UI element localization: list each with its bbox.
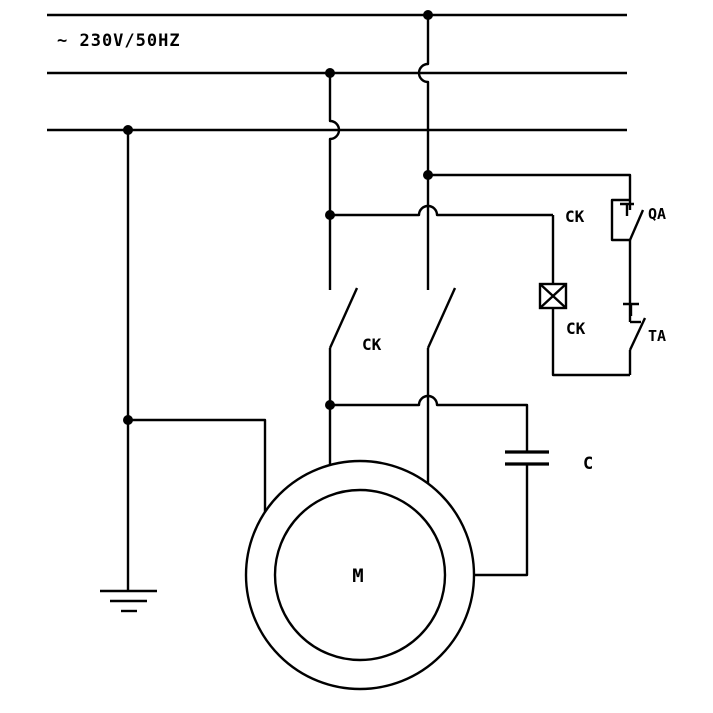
junction-dot <box>423 10 433 20</box>
aux-contact: CK <box>565 198 630 242</box>
junction-dot <box>423 170 433 180</box>
junction-dot <box>325 400 335 410</box>
earth-branch-to-motor <box>128 418 267 512</box>
capacitor-return <box>474 464 529 577</box>
supply-voltage-label: ~ 230V/50HZ <box>57 31 181 51</box>
contactor-coil: CK <box>538 215 586 338</box>
coil-label: CK <box>566 319 586 338</box>
stop-button: TA <box>623 302 666 375</box>
start-button-blade <box>628 209 645 241</box>
stop-button-plunger <box>623 302 639 316</box>
junction-dots <box>123 10 433 425</box>
control-left-rail <box>330 204 553 217</box>
control-top-rail <box>428 173 632 210</box>
junction-dot <box>325 68 335 78</box>
aux-contact-bracket <box>610 198 630 242</box>
junction-dot <box>123 415 133 425</box>
stop-button-blade <box>628 317 647 351</box>
start-button-plunger <box>620 202 634 216</box>
power-rails: ~ 230V/50HZ <box>47 13 627 132</box>
motor: M <box>244 459 476 691</box>
capacitor-label: C <box>583 454 593 474</box>
contact-blade-1 <box>328 287 359 349</box>
coil-cross <box>539 283 567 309</box>
control-bottom-rail <box>551 308 630 377</box>
contactor-main-label: CK <box>362 335 382 354</box>
aux-contact-label: CK <box>565 207 585 226</box>
start-button-label: QA <box>648 205 666 223</box>
start-button: QA <box>620 202 666 241</box>
motor-label: M <box>352 565 363 587</box>
stop-button-label: TA <box>648 327 666 345</box>
line-drop-2 <box>328 73 341 290</box>
contact-blade-2 <box>426 287 457 349</box>
motor-inner-circle <box>273 488 447 662</box>
line-drop-1 <box>417 15 430 290</box>
junction-dot <box>123 125 133 135</box>
contactor-main-contacts: CK <box>328 287 457 484</box>
capacitor-branch: C <box>330 394 593 577</box>
motor-outer-circle <box>244 459 476 691</box>
junction-dot <box>325 210 335 220</box>
control-circuit: CK QA TA CK <box>330 173 666 377</box>
line-drops <box>126 15 430 590</box>
earth-ground-symbol <box>100 589 157 613</box>
capacitor-feed <box>330 394 529 452</box>
